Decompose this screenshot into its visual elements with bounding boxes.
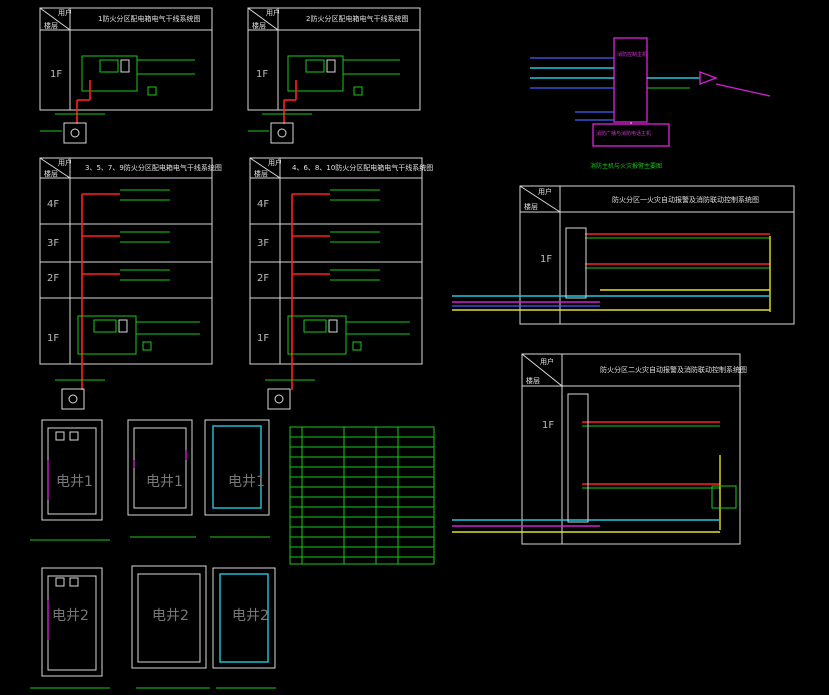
- well-1-label-a: 电井1: [56, 474, 93, 490]
- panel-2: 用户 楼层 2防火分区配电箱电气干线系统图 1F: [247, 7, 421, 144]
- panel-1: 用户 楼层 1防火分区配电箱电气干线系统图 1F: [39, 7, 213, 144]
- svg-text:用户: 用户: [268, 158, 282, 167]
- fire-panel-a-title: 防火分区一火灾自动报警及消防联动控制系统图: [612, 195, 759, 204]
- svg-text:1F: 1F: [256, 69, 268, 80]
- svg-text:4F: 4F: [47, 199, 59, 210]
- well-1-label-c: 电井1: [228, 474, 265, 490]
- svg-text:用户: 用户: [266, 8, 280, 17]
- svg-text:楼层: 楼层: [526, 376, 540, 385]
- header-user: 用户: [58, 8, 72, 17]
- well-2-label-a: 电井2: [52, 608, 89, 624]
- host-sub-label: 消防广播与消防电话主机: [596, 130, 651, 137]
- well-2-label-c: 电井2: [232, 608, 269, 624]
- svg-text:用户: 用户: [538, 187, 552, 196]
- panel-4: 用户 楼层 4、6、8、10防火分区配电箱电气干线系统图 4F 3F 2F 1F: [249, 157, 433, 410]
- svg-text:楼层: 楼层: [44, 169, 58, 178]
- svg-text:1F: 1F: [47, 333, 59, 344]
- svg-text:1F: 1F: [542, 420, 554, 431]
- panel-3: 用户 楼层 3、5、7、9防火分区配电箱电气干线系统图 4F 3F 2F 1F: [39, 157, 222, 410]
- panel-1-title: 1防火分区配电箱电气干线系统图: [98, 14, 200, 23]
- fire-panel-a: 用户 楼层 防火分区一火灾自动报警及消防联动控制系统图 1F: [452, 185, 795, 325]
- floor-1f: 1F: [50, 69, 62, 80]
- panel-2-title: 2防火分区配电箱电气干线系统图: [306, 14, 408, 23]
- svg-text:1F: 1F: [540, 254, 552, 265]
- fire-panel-b: 用户 楼层 防火分区二火灾自动报警及消防联动控制系统图 1F: [452, 353, 747, 545]
- well-2-label-b: 电井2: [152, 608, 189, 624]
- well-2-plans: 电井2 电井2 电井2: [30, 565, 276, 689]
- svg-text:3F: 3F: [47, 238, 59, 249]
- panel-4-title: 4、6、8、10防火分区配电箱电气干线系统图: [292, 163, 433, 172]
- svg-text:用户: 用户: [58, 158, 72, 167]
- equipment-table: [289, 426, 435, 565]
- header-floor: 楼层: [44, 21, 58, 30]
- svg-text:楼层: 楼层: [524, 202, 538, 211]
- svg-text:3F: 3F: [257, 238, 269, 249]
- fire-panel-b-title: 防火分区二火灾自动报警及消防联动控制系统图: [600, 365, 747, 374]
- svg-text:2F: 2F: [257, 273, 269, 284]
- svg-text:楼层: 楼层: [254, 169, 268, 178]
- fire-host-diagram: 消防控制主机 消防广播与消防电话主机 消防主机与火灾报警主要图: [530, 37, 771, 170]
- host-caption: 消防主机与火灾报警主要图: [590, 162, 662, 170]
- svg-text:楼层: 楼层: [252, 21, 266, 30]
- well-1-label-b: 电井1: [146, 474, 183, 490]
- panel-3-title: 3、5、7、9防火分区配电箱电气干线系统图: [85, 163, 222, 172]
- svg-text:用户: 用户: [540, 357, 554, 366]
- host-label: 消防控制主机: [617, 51, 647, 58]
- svg-text:1F: 1F: [257, 333, 269, 344]
- svg-text:4F: 4F: [257, 199, 269, 210]
- svg-text:2F: 2F: [47, 273, 59, 284]
- well-1-plans: 电井1 电井1 电井1: [30, 419, 270, 541]
